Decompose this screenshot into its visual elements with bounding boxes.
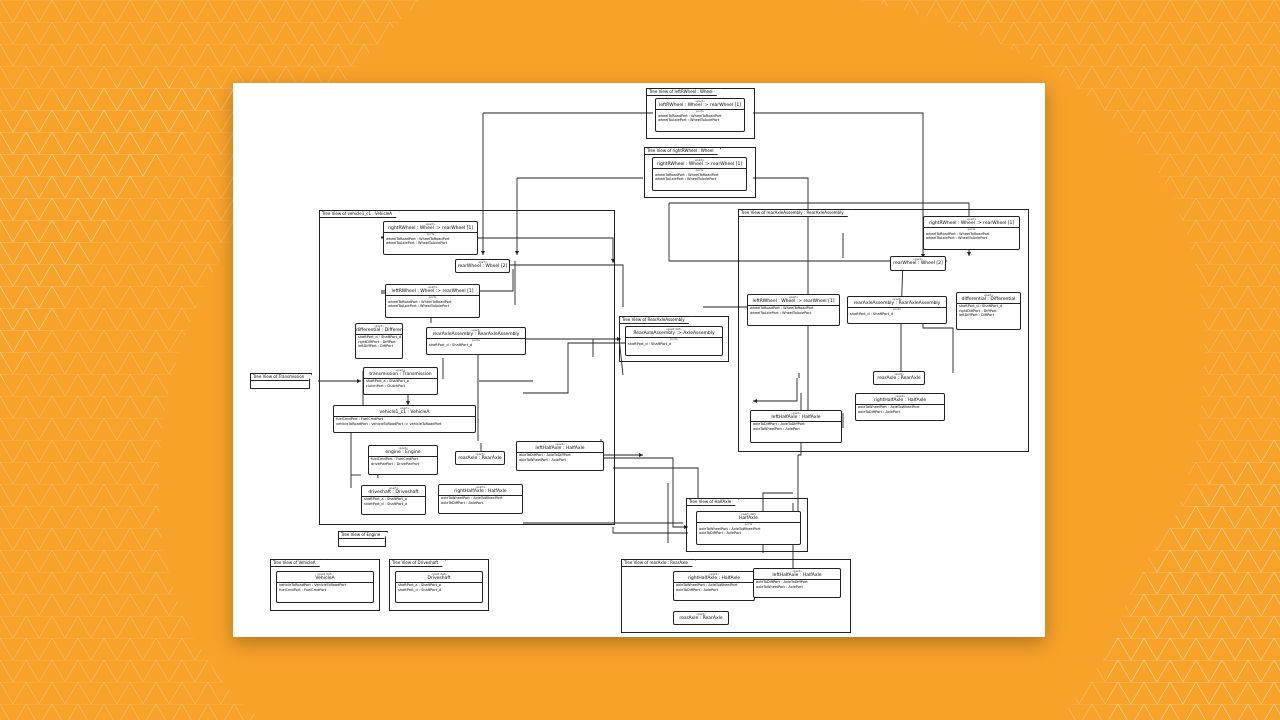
block-raa-differential[interactable]: «part»differential : Differential shaftP… [956,292,1021,330]
frame-title: Tree View of Transmission [250,373,312,381]
frame-title: Tree View of VehicleA [270,559,324,567]
block-vehicle-rear-wheel[interactable]: «part»rearWheel : Wheel [2] [455,259,510,273]
frame-title: Tree View of RearAxleAssembly [619,316,693,324]
frame-title: Tree View of rearAxleAssembly : RearAxle… [738,209,852,217]
frame-rear-axle-assembly: Tree View of rearAxleAssembly : RearAxle… [738,209,1029,452]
block-vehicle-left-half-axle[interactable]: «part»leftHalfAxle : HalfAxle axleToDiff… [516,441,604,471]
frame-title: Tree View of HalfAxle [686,498,739,506]
block-right-rear-wheel[interactable]: «part»rightRWheel : Wheel :> rearWheel [… [652,157,747,191]
block-vehicle-transmission[interactable]: «part»transmission : Transmission shaftP… [363,367,438,395]
block-vehicle-driveshaft[interactable]: «part»driveshaft : Driveshaft shaftPort_… [361,485,426,515]
frame-title: Tree View of rightRWheel : Wheel [644,147,721,155]
block-raa-rear-axle[interactable]: «part»rearAxle : RearAxle [873,371,925,385]
block-vehicle-a-def[interactable]: «part def»VehicleA vehicleToRoadPort : V… [276,571,374,603]
frame-engine: Tree View of Engine [338,531,386,547]
block-vehicle-engine[interactable]: «part»engine : Engine fuelCmdPort : Fuel… [368,445,438,475]
block-rear-axle-right-half-axle[interactable]: «part»rightHalfAxle : HalfAxle axleToWhe… [673,571,755,601]
frame-title: Tree View of rearAxle : RearAxle [621,559,696,567]
block-rear-axle-rear-axle[interactable]: «part»rearAxle : RearAxle [673,611,729,625]
block-raa-right-half-axle[interactable]: «part»rightHalfAxle : HalfAxle axleToWhe… [855,393,945,421]
block-rear-axle-left-half-axle[interactable]: «part»leftHalfAxle : HalfAxle axleToDiff… [753,568,841,598]
block-vehicle-left-rear-wheel[interactable]: «part»leftRWheel : Wheel :> rearWheel [1… [385,284,480,318]
frame-transmission: Tree View of Transmission [250,373,310,389]
block-vehicle-differential[interactable]: «part»differential : Differential shaftP… [355,323,403,359]
block-vehicle-c1[interactable]: «part»vehicle1_c1 : VehicleA fuelCmdPort… [333,405,476,433]
diagram-sheet: Tree View of vehicle1_c1 : VehicleA Tree… [233,83,1045,637]
block-vehicle-rear-axle[interactable]: «part»rearAxle : RearAxle [455,451,505,465]
frame-half-axle: Tree View of HalfAxle [686,498,808,552]
block-vehicle-right-rear-wheel[interactable]: «part»rightRWheel : Wheel :> rearWheel [… [383,221,478,255]
block-raa-rear-axle-assembly[interactable]: «part»rearAxleAssembly : RearAxleAssembl… [847,296,947,324]
frame-vehicle-a: Tree View of VehicleA [270,559,380,611]
block-left-rear-wheel[interactable]: «part»leftRWheel : Wheel :> rearWheel [1… [655,98,745,132]
frame-driveshaft: Tree View of Driveshaft [389,559,489,611]
frame-title: Tree View of Engine [338,531,388,539]
block-raa-rear-wheel[interactable]: «part»rearWheel : Wheel [2] [890,256,946,271]
frame-title: Tree View of vehicle1_c1 : VehicleA [319,210,400,218]
frame-rear-axle-assembly-type: Tree View of RearAxleAssembly [619,316,729,362]
frame-right-rear-wheel: Tree View of rightRWheel : Wheel [644,147,756,198]
block-rear-axle-assembly-def[interactable]: «part def»RearAxleAssembly :> AxleAssemb… [625,326,723,356]
block-driveshaft-def[interactable]: «part def»Driveshaft shaftPort_a : Shaft… [395,571,483,603]
block-raa-left-half-axle[interactable]: «part»leftHalfAxle : HalfAxle axleToDiff… [750,410,842,443]
frame-title: Tree View of Driveshaft [389,559,446,567]
block-vehicle-rear-axle-assembly[interactable]: «part»rearAxleAssembly : RearAxleAssembl… [426,327,526,355]
block-vehicle-right-half-axle[interactable]: «part»rightHalfAxle : HalfAxle axleToWhe… [438,484,523,514]
block-raa-right-rear-wheel[interactable]: «part»rightRWheel : Wheel :> rearWheel [… [923,216,1020,250]
frame-vehicle1-c1: Tree View of vehicle1_c1 : VehicleA [319,210,615,525]
frame-left-rear-wheel: Tree View of leftRWheel : Wheel [646,88,755,139]
frame-rear-axle: Tree View of rearAxle : RearAxle [621,559,851,633]
frame-title: Tree View of leftRWheel : Wheel [646,88,721,96]
block-raa-left-rear-wheel[interactable]: «part»leftRWheel : Wheel :> rearWheel [1… [747,294,840,326]
